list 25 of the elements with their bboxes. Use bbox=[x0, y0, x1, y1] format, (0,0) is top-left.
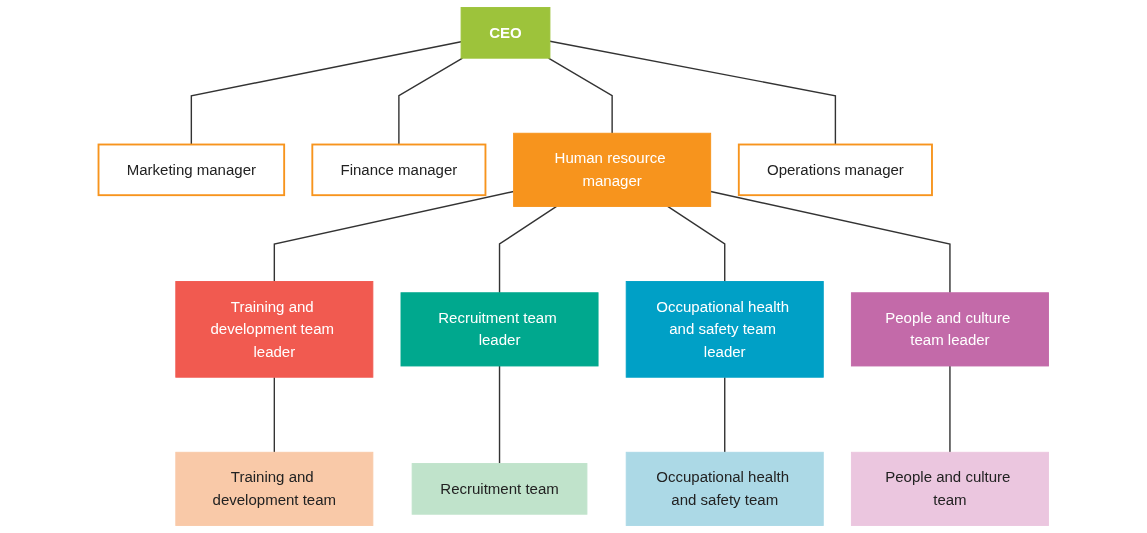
node-box: Occupational health and safety team leader bbox=[625, 281, 824, 378]
node-box: People and culture team leader bbox=[850, 292, 1049, 367]
node-box: Recruitment team bbox=[411, 463, 588, 515]
connector bbox=[498, 365, 501, 465]
node-box: Training and development team leader bbox=[175, 281, 374, 378]
connector bbox=[709, 190, 951, 294]
connector bbox=[273, 376, 276, 453]
node-box: Human resource manager bbox=[513, 132, 712, 207]
connector bbox=[190, 41, 462, 146]
connector bbox=[724, 376, 726, 453]
node-box: Finance manager bbox=[311, 143, 487, 197]
node-box: Marketing manager bbox=[97, 143, 286, 197]
node-box: People and culture team bbox=[850, 451, 1049, 526]
connector bbox=[273, 190, 515, 283]
node-box: Training and development team bbox=[175, 451, 374, 526]
connector bbox=[498, 205, 558, 294]
connector bbox=[949, 365, 951, 453]
connector bbox=[549, 40, 837, 146]
connector bbox=[547, 57, 613, 134]
node-box: Operations manager bbox=[737, 143, 933, 197]
connector bbox=[667, 205, 726, 283]
node-box: Recruitment team leader bbox=[400, 292, 599, 367]
connector bbox=[398, 57, 464, 146]
node-box: Occupational health and safety team bbox=[625, 451, 824, 526]
node-box: CEO bbox=[460, 7, 551, 59]
